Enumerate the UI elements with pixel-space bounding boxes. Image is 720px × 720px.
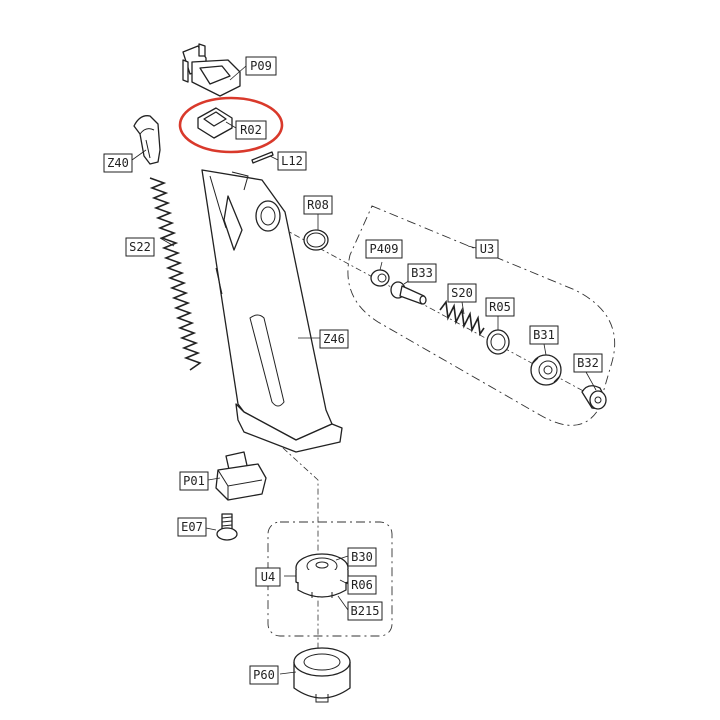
label-text-r05: R05 <box>489 300 511 314</box>
label-r02: R02 <box>235 120 267 140</box>
label-b30: B30 <box>347 547 377 567</box>
label-b31: B31 <box>529 325 559 345</box>
label-p01: P01 <box>179 471 209 491</box>
part-p01-drawing <box>215 451 267 501</box>
leader-lines <box>131 65 597 675</box>
part-p60-drawing <box>293 647 351 703</box>
highlight-circle <box>178 96 284 154</box>
label-r05: R05 <box>485 297 515 317</box>
label-b33: B33 <box>407 263 437 283</box>
part-r02-drawing <box>197 107 233 139</box>
label-u4: U4 <box>255 567 281 587</box>
label-p60: P60 <box>249 665 279 685</box>
part-b31-drawing <box>530 354 562 386</box>
part-p09-drawing <box>182 43 241 97</box>
label-text-s20: S20 <box>451 286 473 300</box>
part-z40-drawing <box>133 115 161 165</box>
label-l12: L12 <box>277 151 307 171</box>
label-text-b31: B31 <box>533 328 555 342</box>
label-r08: R08 <box>303 195 333 215</box>
label-text-b32: B32 <box>577 356 599 370</box>
label-u3: U3 <box>475 239 499 259</box>
axis-line-valve <box>281 227 601 401</box>
axis-line-bottom <box>282 447 319 655</box>
part-s20-spring <box>439 299 485 337</box>
label-b215: B215 <box>347 601 383 621</box>
part-z46-drawing <box>201 169 343 453</box>
label-s22: S22 <box>125 237 155 257</box>
label-b32: B32 <box>573 353 603 373</box>
label-text-l12: L12 <box>281 154 303 168</box>
part-b33-drawing <box>390 281 427 305</box>
group-outline-u3 <box>347 205 616 426</box>
part-e07-drawing <box>216 513 238 541</box>
label-text-z46: Z46 <box>323 332 345 346</box>
label-s20: S20 <box>447 283 477 303</box>
label-text-b30: B30 <box>351 550 373 564</box>
label-z46: Z46 <box>319 329 349 349</box>
label-text-b33: B33 <box>411 266 433 280</box>
label-text-p409: P409 <box>370 242 399 256</box>
label-text-u4: U4 <box>261 570 275 584</box>
label-e07: E07 <box>177 517 207 537</box>
label-text-r02: R02 <box>240 123 262 137</box>
label-text-r06: R06 <box>351 578 373 592</box>
label-text-p09: P09 <box>250 59 272 73</box>
label-text-s22: S22 <box>129 240 151 254</box>
label-text-u3: U3 <box>480 242 494 256</box>
label-p409: P409 <box>365 239 403 259</box>
label-r06: R06 <box>347 575 377 595</box>
label-text-b215: B215 <box>351 604 380 618</box>
label-text-e07: E07 <box>181 520 203 534</box>
label-z40: Z40 <box>103 153 133 173</box>
label-p09: P09 <box>245 56 277 76</box>
part-b215-drawing <box>297 582 347 598</box>
label-text-r08: R08 <box>307 198 329 212</box>
part-s22-spring <box>149 177 202 371</box>
label-text-z40: Z40 <box>107 156 129 170</box>
part-l12-drawing <box>251 151 274 164</box>
part-b32-drawing <box>581 385 607 410</box>
label-text-p01: P01 <box>183 474 205 488</box>
part-r05-drawing <box>486 329 510 355</box>
label-text-p60: P60 <box>253 668 275 682</box>
part-p409-drawing <box>370 269 390 287</box>
